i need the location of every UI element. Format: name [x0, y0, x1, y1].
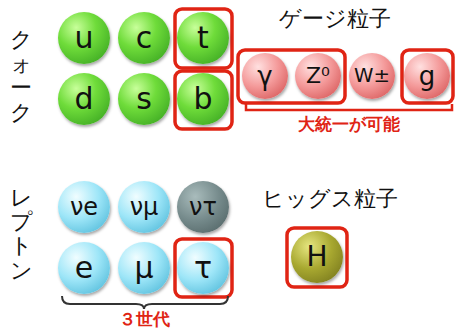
- quark-circle: c: [118, 12, 170, 64]
- bracket: [246, 104, 452, 110]
- highlight-box: [175, 71, 232, 129]
- gauge-circle: g: [404, 53, 450, 99]
- highlight-box: [287, 228, 347, 287]
- quark-circle: u: [58, 12, 110, 64]
- quark-circle: d: [58, 73, 110, 125]
- gauge-circle: Z⁰: [295, 53, 341, 99]
- particle-symbol: νμ: [130, 195, 159, 219]
- particle-symbol: W±: [354, 66, 390, 86]
- group-label: ゲージ粒子: [279, 6, 391, 31]
- particle-symbol: d: [74, 84, 93, 114]
- gauge-circle: W±: [349, 53, 395, 99]
- particle-symbol: γ: [257, 63, 272, 89]
- particle-symbol: b: [193, 84, 212, 114]
- particle-symbol: νe: [70, 195, 98, 219]
- lepton-circle: τ: [177, 242, 229, 294]
- lepton-circle: μ: [118, 242, 170, 294]
- particle-symbol: e: [75, 253, 93, 283]
- group-label: レプトン: [10, 186, 32, 283]
- lepton-circle: νμ: [118, 181, 170, 233]
- particle-symbol: τ: [194, 253, 212, 283]
- particle-symbol: c: [136, 23, 153, 53]
- highlight-box: [175, 9, 232, 68]
- particle-symbol: u: [74, 23, 93, 53]
- lepton-circle: νe: [58, 181, 110, 233]
- lepton-circle: e: [58, 242, 110, 294]
- particle-symbol: ντ: [189, 195, 217, 219]
- higgs-circle: H: [291, 231, 343, 283]
- highlight-box: [402, 50, 453, 103]
- particle-symbol: g: [419, 63, 436, 89]
- quark-circle: b: [177, 73, 229, 125]
- highlight-box: [238, 50, 345, 103]
- particle-symbol: Z⁰: [306, 65, 330, 87]
- particle-symbol: H: [306, 243, 327, 271]
- quark-circle: t: [177, 12, 229, 64]
- note: ３世代: [119, 310, 170, 330]
- group-label: クォーク: [10, 28, 32, 125]
- group-label: ヒッグス粒子: [262, 186, 398, 211]
- particle-symbol: t: [197, 23, 209, 53]
- particle-symbol: μ: [134, 253, 153, 283]
- note: 大統一が可能: [298, 115, 400, 135]
- gauge-circle: γ: [242, 53, 288, 99]
- quark-circle: s: [118, 73, 170, 125]
- particle-symbol: s: [136, 84, 152, 114]
- lepton-circle: ντ: [177, 181, 229, 233]
- highlight-box: [175, 239, 232, 297]
- bracket: [62, 296, 228, 309]
